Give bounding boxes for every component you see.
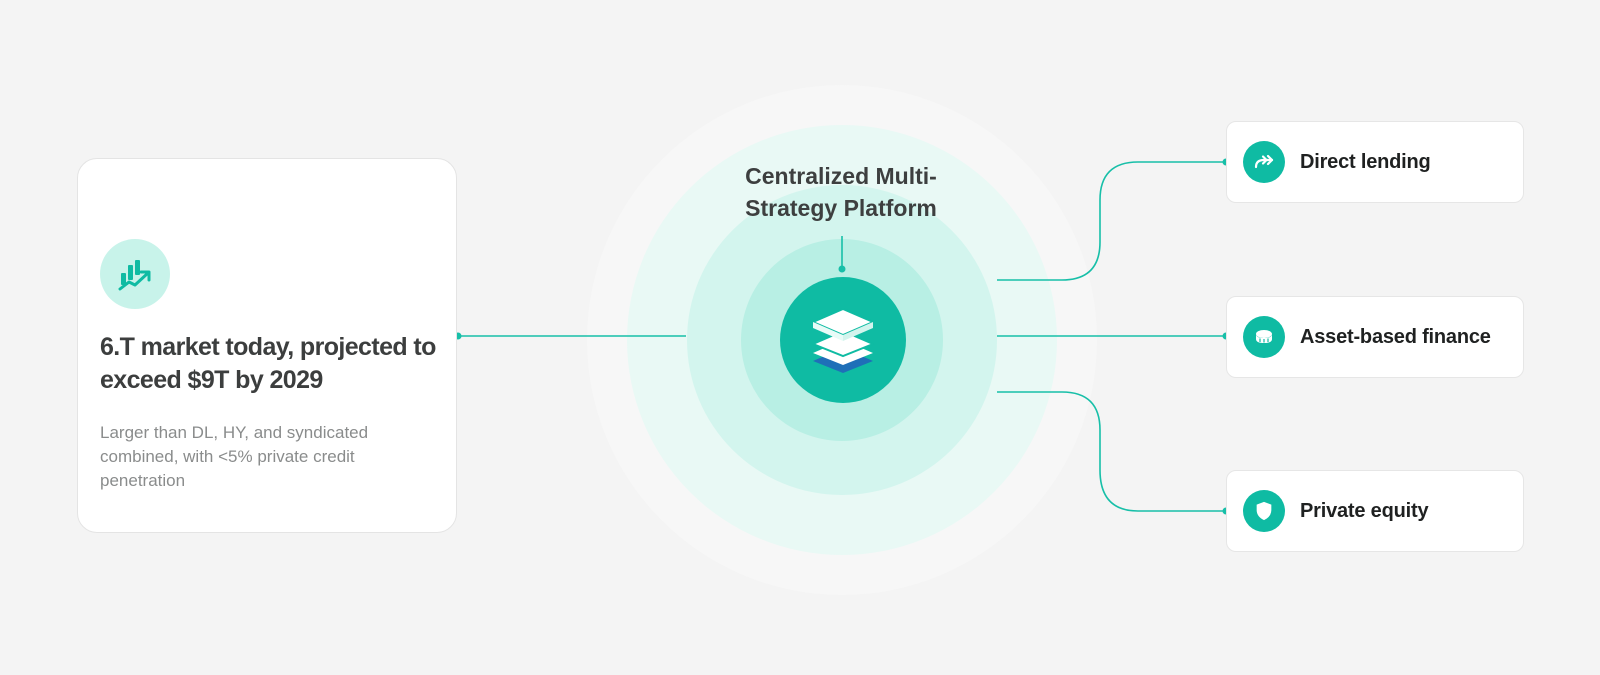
card-heading: 6.T market today, projected to exceed $9… xyxy=(100,333,436,394)
shield-icon xyxy=(1243,490,1285,532)
strategy-asset-based-finance: Asset-based finance xyxy=(1226,296,1524,378)
connector-private-equity xyxy=(997,391,1226,512)
strategy-private-equity: Private equity xyxy=(1226,470,1524,552)
card-description: Larger than DL, HY, and syndicated combi… xyxy=(100,423,369,490)
strategy-direct-lending: Direct lending xyxy=(1226,121,1524,203)
platform-title: Centralized Multi- Strategy Platform xyxy=(745,163,937,221)
arrow-forward-icon xyxy=(1243,141,1285,183)
strategy-label: Asset-based finance xyxy=(1300,325,1491,348)
platform-core xyxy=(780,277,906,403)
connector-direct-lending xyxy=(997,161,1226,281)
card-icon-badge xyxy=(100,239,170,309)
strategy-label: Private equity xyxy=(1300,499,1429,522)
layers-icon xyxy=(810,307,876,373)
coins-icon xyxy=(1243,316,1285,358)
chart-trend-icon xyxy=(118,260,151,291)
connector-dot xyxy=(838,265,846,273)
strategy-label: Direct lending xyxy=(1300,150,1431,173)
market-card: 6.T market today, projected to exceed $9… xyxy=(77,158,457,533)
